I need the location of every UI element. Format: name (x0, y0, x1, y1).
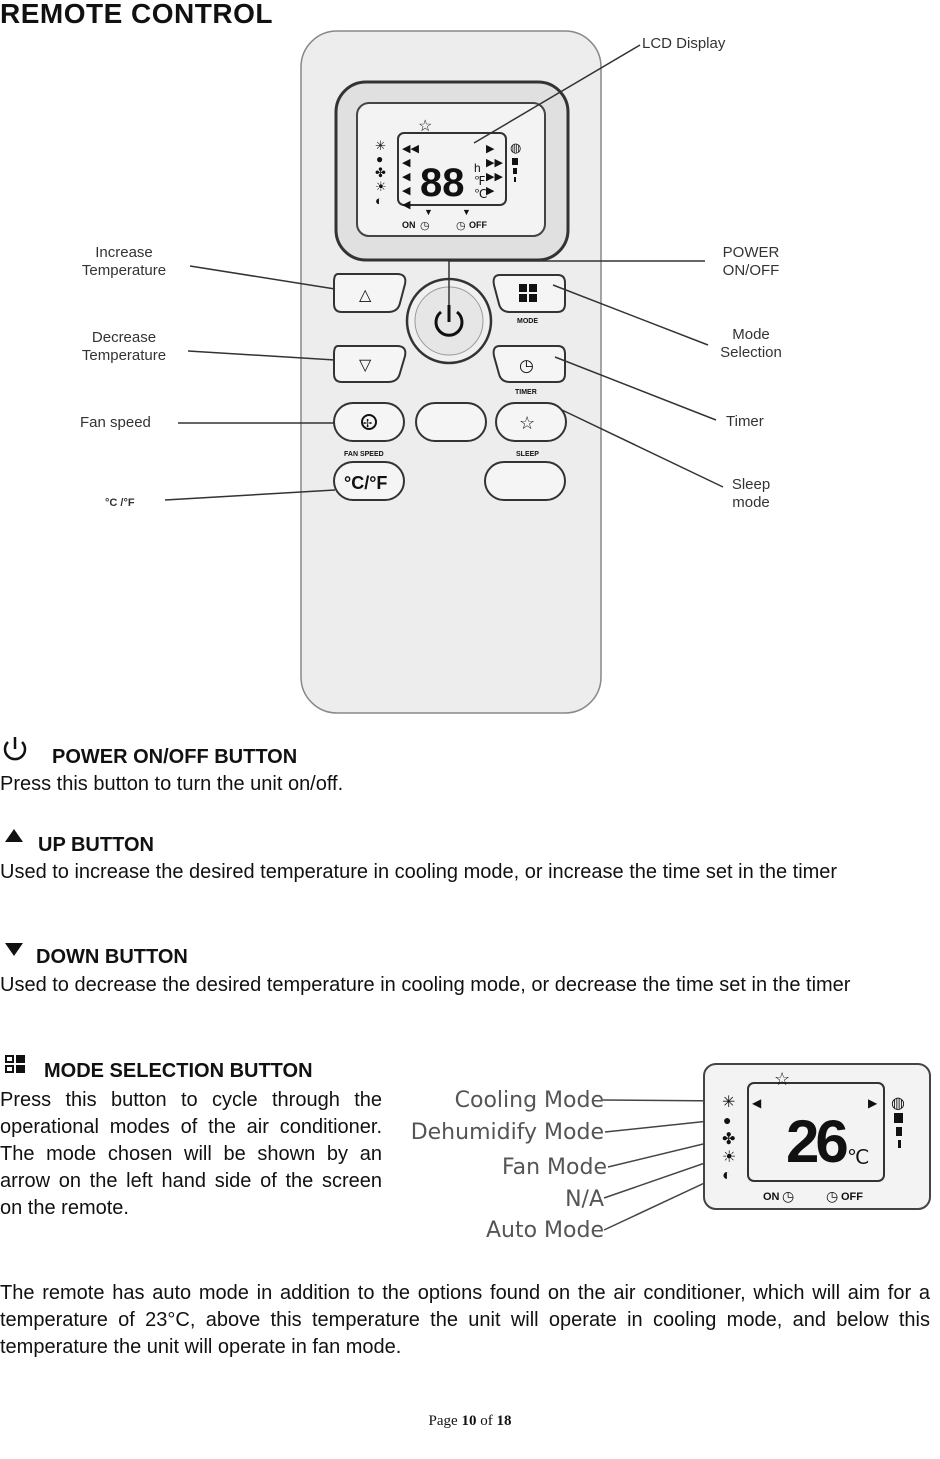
section-title-down: DOWN BUTTON (36, 946, 188, 968)
power-icon (434, 310, 464, 337)
mode-label-fan: Fan Mode (502, 1155, 607, 1180)
callout-c-f: °C /°F (105, 497, 135, 509)
sleep-label: SLEEP (516, 451, 539, 458)
mode-label-cooling: Cooling Mode (454, 1088, 604, 1113)
mode-grid-icon (5, 1055, 25, 1073)
closing-paragraph: The remote has auto mode in addition to … (0, 1282, 930, 1358)
mode-on-label: ON (763, 1191, 780, 1203)
svg-text:●: ● (376, 152, 383, 166)
callout-lcd-display: LCD Display (642, 35, 726, 52)
cf-button (333, 461, 405, 501)
svg-text:℃: ℃ (474, 187, 487, 201)
timer-button (492, 345, 566, 383)
lcd-sleep-star-icon: ☆ (418, 118, 432, 135)
svg-text:✳: ✳ (375, 138, 386, 153)
svg-text:◍: ◍ (510, 140, 521, 155)
section-title-up: UP BUTTON (38, 834, 154, 856)
mode-temp-digits: 26 (786, 1108, 847, 1175)
fan-speed-label: FAN SPEED (344, 451, 384, 458)
fan-speed-button (333, 402, 405, 442)
down-triangle-icon: ▽ (359, 357, 372, 374)
lcd-off-label: OFF (469, 220, 487, 230)
svg-text:●: ● (723, 1112, 731, 1128)
svg-text:▶: ▶ (486, 185, 495, 197)
callout-timer: Timer (726, 413, 764, 430)
page-footer: Page 10 of 18 (428, 1413, 512, 1429)
callout-fan-speed: Fan speed (80, 414, 151, 431)
mode-button-label: MODE (517, 318, 538, 325)
svg-text:▶▶: ▶▶ (486, 157, 503, 169)
mode-label-na: N/A (565, 1187, 604, 1212)
svg-text:✤: ✤ (375, 165, 386, 180)
svg-text:◀◀: ◀◀ (402, 143, 419, 155)
svg-text:▼: ▼ (424, 207, 433, 217)
svg-text:◷: ◷ (782, 1188, 794, 1204)
svg-text:◷: ◷ (826, 1188, 838, 1204)
up-triangle-icon: △ (359, 287, 372, 304)
sleep-star-icon: ☆ (774, 1069, 790, 1089)
svg-text:◷: ◷ (420, 220, 430, 232)
sleep-star-icon: ☆ (519, 413, 535, 433)
mode-temp-unit: ℃ (847, 1147, 869, 1169)
blank-button-2 (484, 461, 566, 501)
svg-text:◀: ◀ (752, 1096, 762, 1110)
svg-text:℉: ℉ (474, 174, 485, 188)
mode-label-dehumidify: Dehumidify Mode (410, 1120, 604, 1145)
remote-illustration: ☆ ✳ ● ✤ ☀ ◐ ◀◀ ◀ ◀ ◀ ◀ 88 h ℉ ℃ ▶ ▶▶ ▶▶ … (164, 30, 724, 714)
section-body-down: Used to decrease the desired temperature… (0, 974, 851, 996)
timer-clock-icon: ◷ (519, 356, 534, 375)
svg-text:✤: ✤ (722, 1131, 735, 1148)
mode-grid-icon (519, 284, 537, 302)
svg-text:▼: ▼ (462, 207, 471, 217)
blank-button (415, 402, 487, 442)
section-title-mode: MODE SELECTION BUTTON (44, 1060, 313, 1082)
section-body-mode: Press this button to cycle through the o… (0, 1089, 382, 1219)
fan-icon: ✢ (363, 418, 372, 430)
svg-text:◷: ◷ (456, 220, 466, 232)
svg-text:▶: ▶ (868, 1096, 878, 1110)
svg-text:☀: ☀ (722, 1149, 736, 1166)
svg-text:h: h (474, 161, 481, 175)
svg-text:◐: ◐ (375, 193, 383, 208)
svg-text:▶▶: ▶▶ (486, 171, 503, 183)
cf-button-label: °C/°F (344, 473, 387, 493)
lcd-on-label: ON (402, 220, 416, 230)
svg-text:▶: ▶ (486, 143, 495, 155)
svg-text:◀: ◀ (402, 157, 411, 169)
page-title: REMOTE CONTROL (0, 0, 273, 29)
mode-button (492, 274, 566, 313)
power-icon (3, 737, 27, 761)
decrease-temperature-button (333, 345, 407, 383)
increase-temperature-button (333, 273, 407, 313)
up-arrow-icon (5, 829, 23, 842)
section-body-power: Press this button to turn the unit on/of… (0, 773, 344, 795)
svg-text:◀: ◀ (402, 199, 411, 211)
mode-label-auto: Auto Mode (485, 1218, 604, 1243)
section-title-power: POWER ON/OFF BUTTON (52, 746, 298, 768)
svg-text:◐: ◐ (722, 1167, 732, 1184)
svg-text:✳: ✳ (722, 1094, 735, 1111)
mode-lcd-figure: ☆ ✳ ● ✤ ☀ ◐ ◀ ▶ 26 ℃ ◍ ON ◷ ◷ OFF (602, 1063, 931, 1231)
lcd-screen (356, 102, 546, 237)
lcd-digits: 88 (420, 161, 465, 205)
mode-off-label: OFF (841, 1191, 863, 1203)
down-arrow-icon (5, 943, 23, 956)
section-body-up: Used to increase the desired temperature… (0, 861, 838, 883)
timer-button-label: TIMER (515, 389, 537, 396)
svg-text:◀: ◀ (402, 185, 411, 197)
sleep-button (495, 402, 567, 442)
svg-text:◀: ◀ (402, 171, 411, 183)
svg-text:☀: ☀ (375, 179, 387, 194)
svg-text:◍: ◍ (891, 1095, 905, 1112)
